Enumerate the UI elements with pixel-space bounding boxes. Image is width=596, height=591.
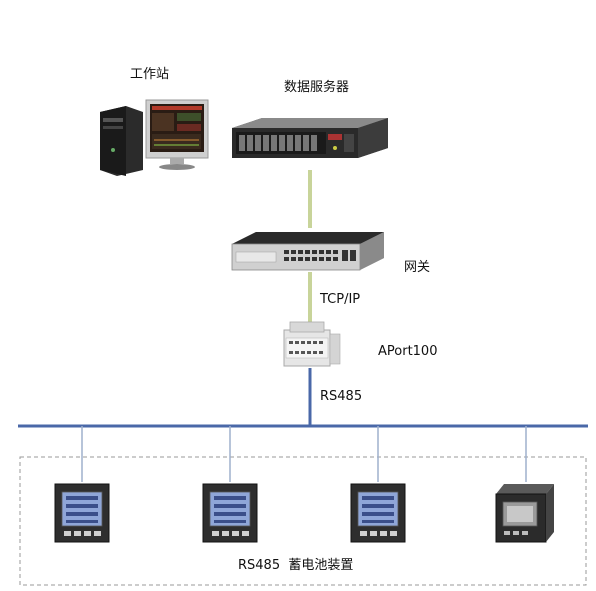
workstation-icon [100, 99, 209, 176]
data-server-label: 数据服务器 [284, 80, 350, 95]
battery-device-1-icon [54, 483, 110, 543]
gateway-label: 网关 [404, 260, 431, 275]
rs485-label: RS485 [320, 389, 363, 404]
battery-device-2-icon [202, 483, 258, 543]
data-server-icon [232, 118, 388, 158]
battery-device-3-icon [350, 483, 406, 543]
workstation-label: 工作站 [130, 67, 170, 82]
gateway-icon [231, 232, 384, 271]
aport100-label: APort100 [378, 344, 438, 359]
device-group-border [19, 456, 587, 586]
battery-device-4-icon [495, 484, 554, 543]
battery-devices-label: RS485 蓄电池装置 [238, 558, 354, 573]
aport100-icon [283, 321, 341, 367]
tcpip-label: TCP/IP [320, 292, 361, 307]
